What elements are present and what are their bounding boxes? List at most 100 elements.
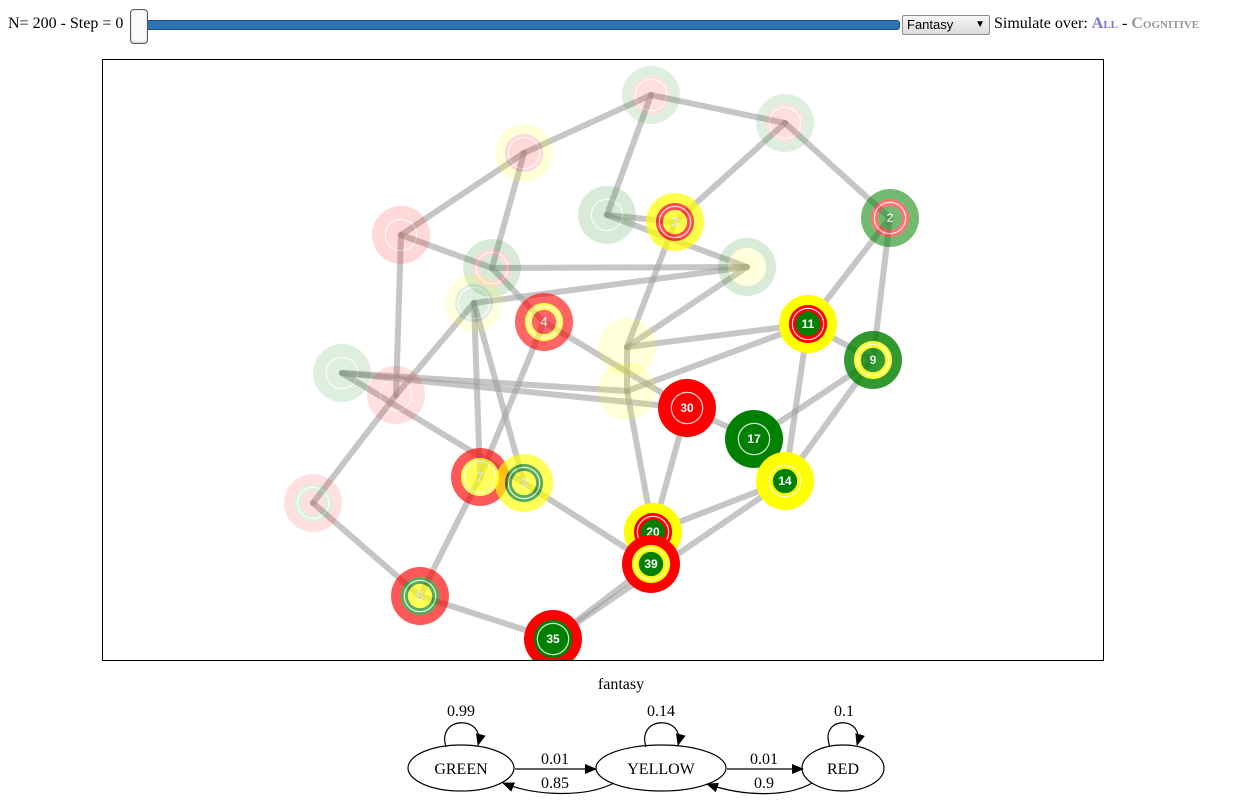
node-inner-outline xyxy=(475,251,509,285)
graph-node[interactable]: 39 xyxy=(622,535,680,593)
dataset-dropdown[interactable]: Fantasy ▼ xyxy=(902,15,990,35)
toolbar: N= 200 - Step = 0 Fantasy ▼ Simulate ove… xyxy=(0,0,1242,48)
node-ring-2 xyxy=(607,327,647,367)
node-inner-outline xyxy=(634,547,668,581)
node-ring-3 xyxy=(662,209,688,235)
node-inner-outline xyxy=(403,579,437,613)
graph-node[interactable] xyxy=(578,186,636,244)
graph-node[interactable] xyxy=(313,344,371,402)
graph-edge xyxy=(489,150,527,271)
graph-node[interactable] xyxy=(495,124,553,182)
node-ring-3 xyxy=(511,470,537,496)
node-ring-1 xyxy=(622,66,680,124)
simulate-all-link[interactable]: All xyxy=(1091,15,1118,32)
graph-edge xyxy=(624,321,811,350)
node-ring-3 xyxy=(638,82,664,108)
link-separator: - xyxy=(1122,15,1128,32)
edge-green-to-yellow-label: 0.01 xyxy=(541,751,569,768)
edge-red-to-yellow xyxy=(706,782,813,795)
graph-node[interactable]: 14 xyxy=(756,452,814,510)
dataset-dropdown-value: Fantasy xyxy=(907,17,954,32)
node-inner-outline xyxy=(737,422,771,456)
node-ring-3 xyxy=(795,311,821,337)
node-ring-3 xyxy=(614,334,640,360)
graph-node[interactable]: 9 xyxy=(844,331,902,389)
graph-node[interactable] xyxy=(367,366,425,424)
edge-red-to-yellow-label: 0.9 xyxy=(754,775,774,792)
graph-edge xyxy=(648,92,788,126)
simulate-cognitive-link[interactable]: Cognitive xyxy=(1131,15,1200,32)
node-ring-3 xyxy=(388,222,414,248)
node-ring-3 xyxy=(860,347,886,373)
node-inner-outline xyxy=(296,486,330,520)
node-inner-outline xyxy=(536,622,570,656)
graph-edge xyxy=(310,392,399,506)
node-count-label: 9 xyxy=(870,353,877,367)
state-red: RED xyxy=(801,744,885,792)
graph-node[interactable]: 11 xyxy=(779,295,837,353)
graph-edge xyxy=(393,232,404,398)
graph-node[interactable]: 30 xyxy=(658,379,716,437)
graph-node[interactable] xyxy=(372,206,430,264)
node-ring-2 xyxy=(607,371,647,411)
state-green: GREEN xyxy=(407,744,515,792)
graph-node[interactable] xyxy=(445,274,503,332)
edge-yellow-to-green-label: 0.85 xyxy=(541,775,569,792)
graph-node[interactable]: 3 xyxy=(646,193,704,251)
node-ring-1 xyxy=(756,94,814,152)
graph-node[interactable]: 5 xyxy=(391,567,449,625)
step-slider-handle[interactable] xyxy=(130,9,148,44)
graph-node[interactable]: 4 xyxy=(515,293,573,351)
graph-node[interactable] xyxy=(598,318,656,376)
node-ring-2 xyxy=(293,483,333,523)
node-ring-2 xyxy=(587,195,627,235)
graph-node[interactable] xyxy=(622,66,680,124)
graph-edge xyxy=(471,264,750,306)
graph-node[interactable] xyxy=(756,94,814,152)
node-ring-2 xyxy=(504,133,544,173)
node-inner-outline xyxy=(610,330,644,364)
self-loop-red xyxy=(827,722,865,748)
graph-node[interactable] xyxy=(598,362,656,420)
node-ring-2 xyxy=(381,215,421,255)
graph-edge xyxy=(521,92,654,156)
node-ring-1 xyxy=(445,274,503,332)
node-ring-3 xyxy=(877,205,903,231)
graph-node[interactable]: 2 xyxy=(861,189,919,247)
markov-chain-title: fantasy xyxy=(597,676,645,693)
node-ring-3 xyxy=(407,583,433,609)
step-slider-track[interactable] xyxy=(140,20,900,30)
graph-node[interactable]: 35 xyxy=(524,610,582,660)
node-count-label: 30 xyxy=(680,401,694,415)
node-inner-outline xyxy=(658,205,692,239)
graph-node[interactable] xyxy=(284,474,342,532)
node-ring-3 xyxy=(467,464,493,490)
node-ring-1 xyxy=(367,366,425,424)
graph-node[interactable] xyxy=(718,238,776,296)
graph-edge xyxy=(624,321,811,394)
node-count-label: 7 xyxy=(477,470,484,484)
graph-node[interactable]: 17 xyxy=(725,410,783,468)
node-ring-3 xyxy=(594,202,620,228)
node-ring-2 xyxy=(765,103,805,143)
graph-node[interactable] xyxy=(463,239,521,297)
self-loop-yellow xyxy=(644,722,686,748)
graph-node[interactable]: 3 xyxy=(495,454,553,512)
node-ring-1 xyxy=(284,474,342,532)
node-ring-1 xyxy=(313,344,371,402)
node-inner-outline xyxy=(670,391,704,425)
self-loop-green xyxy=(444,722,486,748)
node-ring-2 xyxy=(454,283,494,323)
node-count-label: 14 xyxy=(778,474,792,488)
node-inner-outline xyxy=(730,250,764,284)
node-inner-outline xyxy=(590,198,624,232)
node-ring-2 xyxy=(376,375,416,415)
simulate-over: Simulate over: All - Cognitive xyxy=(994,15,1199,33)
self-loop-red-label: 0.1 xyxy=(834,703,854,720)
node-ring-2 xyxy=(631,75,671,115)
graph-node[interactable]: 7 xyxy=(451,448,509,506)
node-ring-3 xyxy=(461,290,487,316)
